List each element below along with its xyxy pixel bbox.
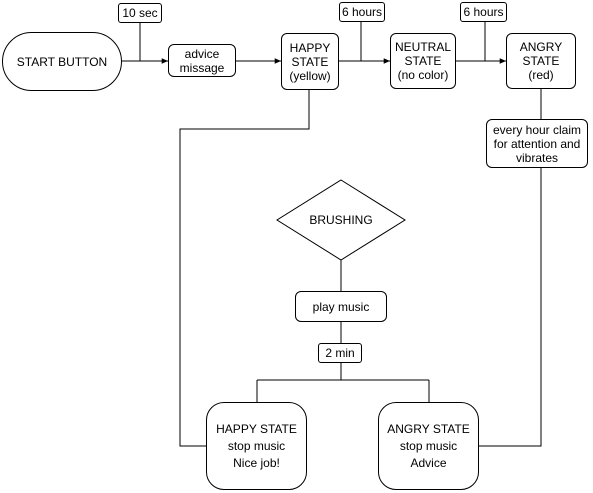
- brushing-label: BRUSHING: [309, 213, 373, 227]
- start-button-node: START BUTTON: [2, 32, 122, 91]
- edge-claim-angryend: [479, 168, 542, 447]
- timer-6h-second: 6 hours: [460, 2, 507, 22]
- attention-claim-node: every hour claim for attention and vibra…: [486, 119, 588, 168]
- play-music-node: play music: [295, 291, 387, 322]
- happy-state-node: HAPPY STATE (yellow): [281, 33, 339, 90]
- angry-end-node: ANGRY STATE stop music Advice: [378, 402, 479, 490]
- advice-message-node: advice missage: [168, 44, 236, 77]
- timer-10sec: 10 sec: [118, 3, 162, 23]
- neutral-state-node: NEUTRAL STATE (no color): [390, 33, 456, 89]
- edge-happy-happyend: [179, 90, 310, 447]
- happy-end-node: HAPPY STATE stop music Nice job!: [206, 402, 307, 490]
- timer-6h-first: 6 hours: [339, 2, 385, 22]
- angry-state-node: ANGRY STATE (red): [506, 33, 576, 89]
- timer-2min: 2 min: [318, 343, 362, 363]
